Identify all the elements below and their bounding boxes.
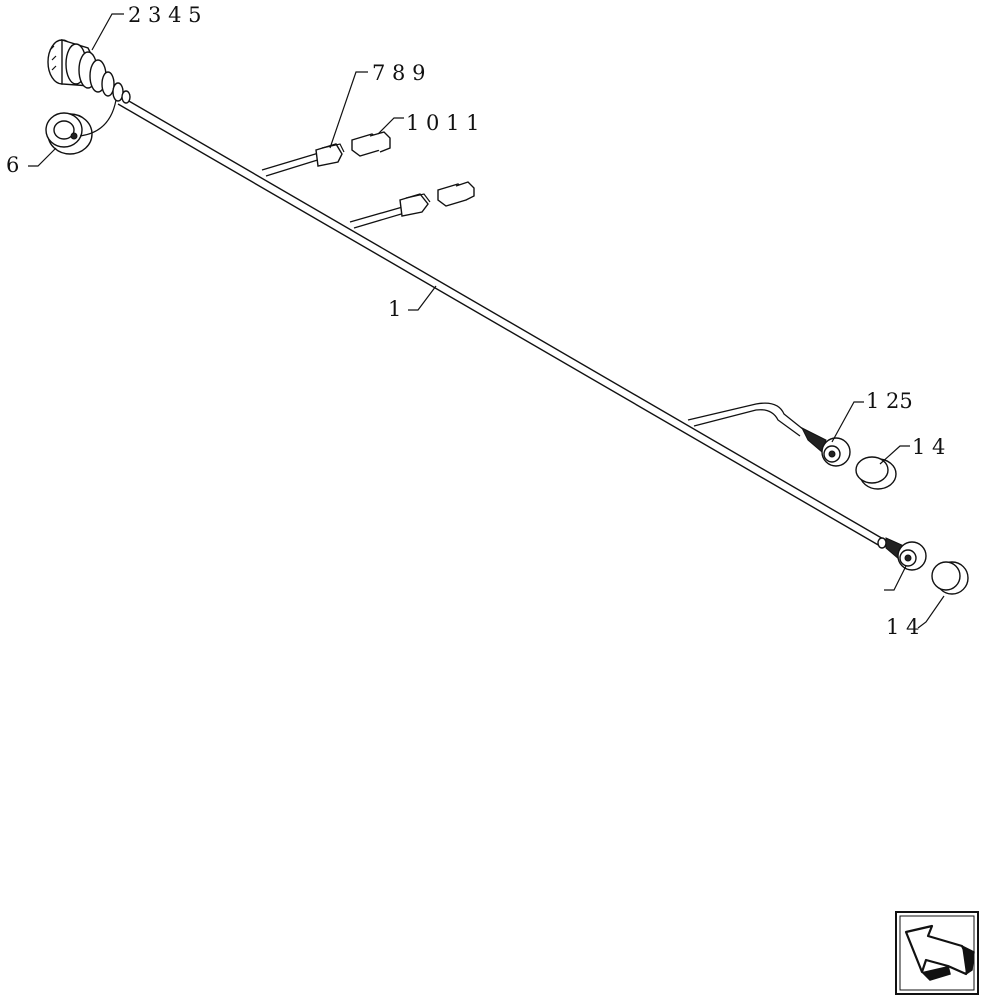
cap-14-upper xyxy=(855,456,897,490)
branch-connector-upper xyxy=(261,131,391,177)
leader-lines xyxy=(28,13,945,629)
callout-14-upper: 1 4 xyxy=(912,435,945,459)
callout-125: 1 25 xyxy=(866,389,913,413)
callout-1011: 1 0 1 1 xyxy=(406,111,479,135)
branch-connector-lower xyxy=(349,181,475,229)
dust-cap-6 xyxy=(45,99,117,155)
cap-14-lower xyxy=(931,561,969,595)
callout-789: 7 8 9 xyxy=(372,61,425,85)
back-arrow-icon xyxy=(904,924,975,981)
callout-6: 6 xyxy=(6,153,19,177)
callout-1: 1 xyxy=(388,297,401,321)
callout-14-lower: 1 4 xyxy=(886,615,919,639)
main-harness-cable xyxy=(117,96,887,549)
callout-2345: 2 3 4 5 xyxy=(128,3,201,27)
main-connector-assembly xyxy=(47,39,131,104)
branch-socket-125 xyxy=(687,402,851,467)
end-socket-51112 xyxy=(885,537,927,571)
back-nav-button[interactable] xyxy=(895,911,979,995)
